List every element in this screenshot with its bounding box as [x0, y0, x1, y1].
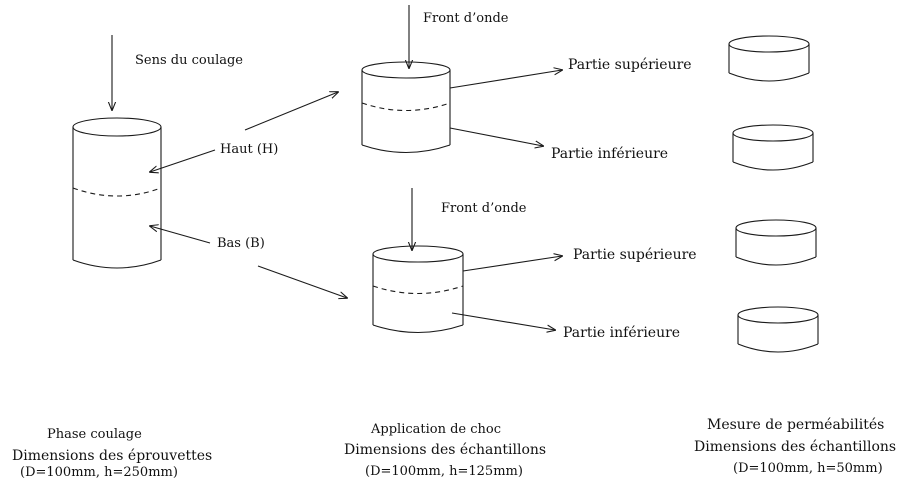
permeability-disc-4 [737, 306, 819, 353]
permeability-disc-1 [728, 35, 810, 82]
caption-phase: Phase coulage Dimensions des éprouvettes… [12, 427, 212, 480]
caption-choc: Application de choc Dimensions des échan… [344, 422, 546, 479]
top-part-label: Haut (H) [220, 142, 278, 157]
caption-perm-dims: Dimensions des échantillons [694, 439, 896, 455]
lower-part-label-2: Partie inférieure [563, 325, 680, 341]
upper-impact-cut-line [361, 102, 451, 112]
arrow-to-upper-part-1 [449, 70, 562, 89]
wavefront-label-upper: Front d’onde [423, 11, 509, 26]
caption-phase-dims: Dimensions des éprouvettes [12, 448, 212, 464]
permeability-disc-3 [735, 219, 817, 266]
tall-cylinder [72, 117, 162, 269]
caption-perm-title: Mesure de perméabilités [707, 417, 884, 433]
wavefront-label-lower: Front d’onde [441, 201, 527, 216]
casting-direction-label: Sens du coulage [135, 53, 243, 68]
bottom-part-label: Bas (B) [217, 236, 265, 251]
caption-perm: Mesure de perméabilités Dimensions des é… [694, 417, 896, 476]
permeability-disc-2 [732, 124, 814, 171]
caption-perm-values: (D=100mm, h=50mm) [733, 461, 883, 476]
tall-cylinder-cut-line [72, 187, 162, 197]
upper-part-label-2: Partie supérieure [573, 247, 697, 263]
arrow-to-upper-part-2 [462, 256, 562, 272]
lower-impact-cut-line [372, 285, 464, 295]
arrow-to-lower-part-1 [449, 127, 543, 146]
upper-impact-cylinder [361, 61, 451, 154]
arrow-to-lower-part-2 [451, 312, 555, 330]
bottom-part-pointer-arrow [150, 226, 211, 244]
transfer-arrow-bottom [257, 265, 347, 298]
top-part-pointer-arrow [150, 149, 216, 172]
lower-part-label-1: Partie inférieure [551, 146, 668, 162]
caption-phase-values: (D=100mm, h=250mm) [20, 465, 178, 480]
caption-phase-title: Phase coulage [47, 427, 142, 442]
upper-part-label-1: Partie supérieure [568, 57, 692, 73]
transfer-arrow-top [244, 92, 338, 131]
lower-impact-cylinder [372, 245, 464, 334]
caption-choc-dims: Dimensions des échantillons [344, 442, 546, 458]
caption-choc-title: Application de choc [370, 422, 501, 437]
caption-choc-values: (D=100mm, h=125mm) [365, 464, 523, 479]
